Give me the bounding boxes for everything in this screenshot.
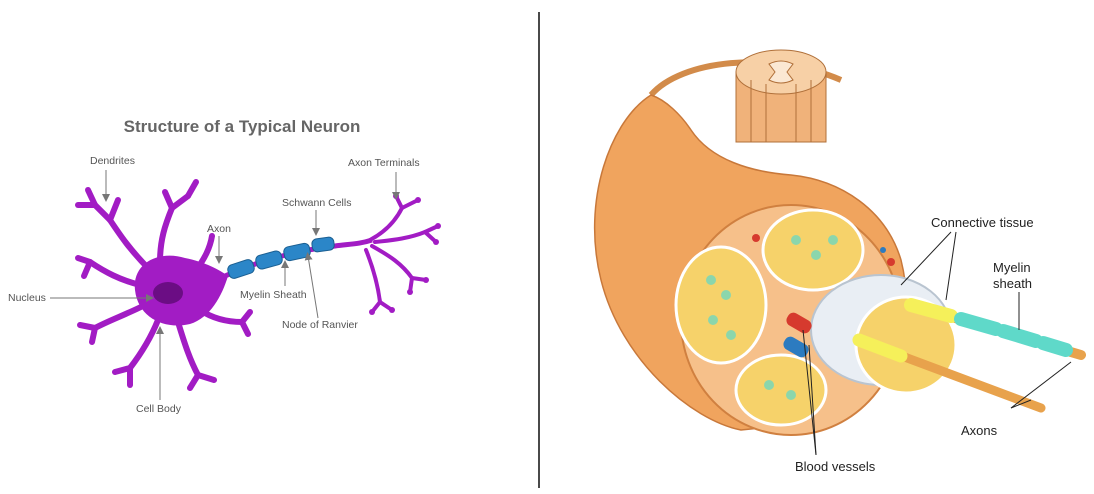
neuron-diagram: Structure of a Typical Neuron [0,0,538,494]
label-schwann-cells: Schwann Cells [282,197,351,209]
neuron-illustration: Structure of a Typical Neuron [0,0,538,494]
label-myelin-line2: sheath [993,276,1032,291]
label-dendrites: Dendrites [90,155,135,167]
label-node-of-ranvier: Node of Ranvier [282,319,358,331]
label-myelin-sheath: Myelin Sheath [240,289,307,301]
label-axon: Axon [207,223,231,235]
label-blood-vessels: Blood vessels [795,459,876,474]
nerve-illustration: Connective tissue Myelin sheath Axons Bl… [541,0,1094,494]
label-cell-body: Cell Body [136,403,182,415]
panel-divider [538,12,540,488]
axon-terminals [366,196,438,312]
label-axon-terminals: Axon Terminals [348,157,420,169]
nucleus-shape [153,282,183,304]
label-nucleus: Nucleus [8,292,46,304]
label-connective-tissue: Connective tissue [931,215,1034,230]
schwann-cells [226,237,334,280]
label-axons: Axons [961,423,998,438]
nerve-diagram: Connective tissue Myelin sheath Axons Bl… [541,0,1094,494]
label-myelin-line1: Myelin [993,260,1031,275]
diagram-title: Structure of a Typical Neuron [124,117,361,136]
